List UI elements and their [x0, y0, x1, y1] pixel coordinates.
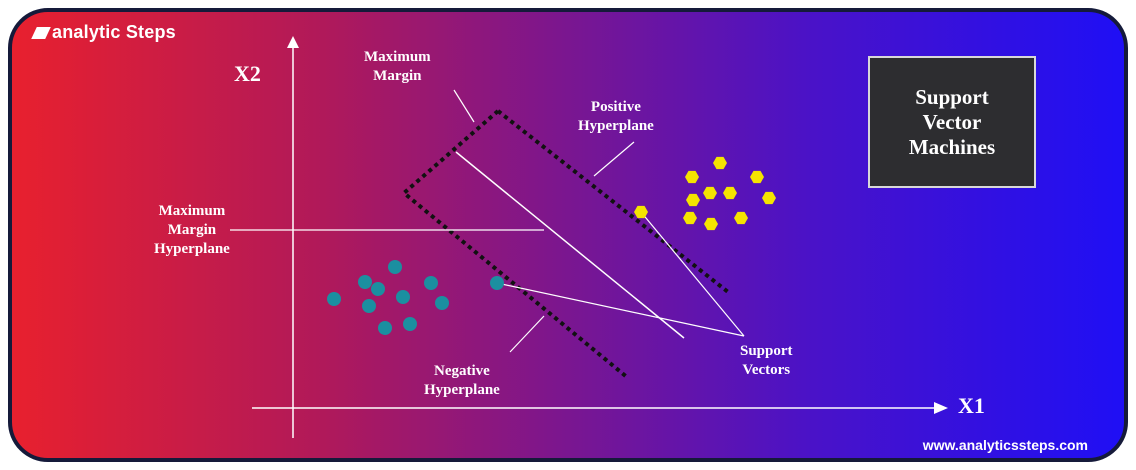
negative-point [435, 296, 449, 310]
negative-point [403, 317, 417, 331]
negative-point [371, 282, 385, 296]
leader-max-margin [453, 89, 475, 123]
title-text: Support Vector Machines [908, 84, 996, 159]
negative-point [396, 290, 410, 304]
x-axis-label: X1 [958, 393, 985, 418]
positive-point [703, 186, 717, 200]
leader-negative-hyperplane [509, 315, 545, 353]
negative-point [388, 260, 402, 274]
logo-text: analytic Steps [52, 22, 176, 42]
negative-class-points [327, 260, 504, 335]
negative-point [378, 321, 392, 335]
positive-point [686, 193, 700, 207]
brand-logo: analytic Steps [31, 22, 176, 43]
positive-point [750, 170, 764, 184]
positive-point [683, 211, 697, 225]
leader-support-vector-pos [640, 211, 745, 337]
margin-boundary [400, 109, 630, 380]
label-positive-hyperplane: Positive Hyperplane [578, 99, 654, 134]
label-support-vectors: Support Vectors [740, 343, 793, 378]
positive-class-points [634, 156, 776, 231]
positive-point [762, 191, 776, 205]
leader-positive-hyperplane [593, 141, 635, 177]
y-axis-label: X2 [234, 61, 261, 86]
positive-point [685, 170, 699, 184]
negative-point [327, 292, 341, 306]
negative-point [358, 275, 372, 289]
negative-point [424, 276, 438, 290]
label-maximum-margin: Maximum Margin [364, 49, 431, 84]
leader-support-vector-neg [496, 282, 745, 337]
positive-point [723, 186, 737, 200]
title-box: Support Vector Machines [868, 56, 1036, 188]
negative-point [362, 299, 376, 313]
positive-hyperplane-line [496, 109, 730, 294]
label-maximum-margin-hyperplane: Maximum Margin Hyperplane [154, 203, 230, 257]
positive-point [634, 205, 648, 219]
x-axis-arrow-icon [934, 402, 948, 414]
positive-point [704, 217, 718, 231]
label-negative-hyperplane: Negative Hyperplane [424, 363, 500, 398]
negative-point [490, 276, 504, 290]
positive-point [713, 156, 727, 170]
website-url: www.analyticssteps.com [922, 437, 1088, 453]
maximum-margin-hyperplane-line [455, 151, 685, 339]
y-axis-arrow-icon [287, 36, 299, 48]
positive-point [734, 211, 748, 225]
